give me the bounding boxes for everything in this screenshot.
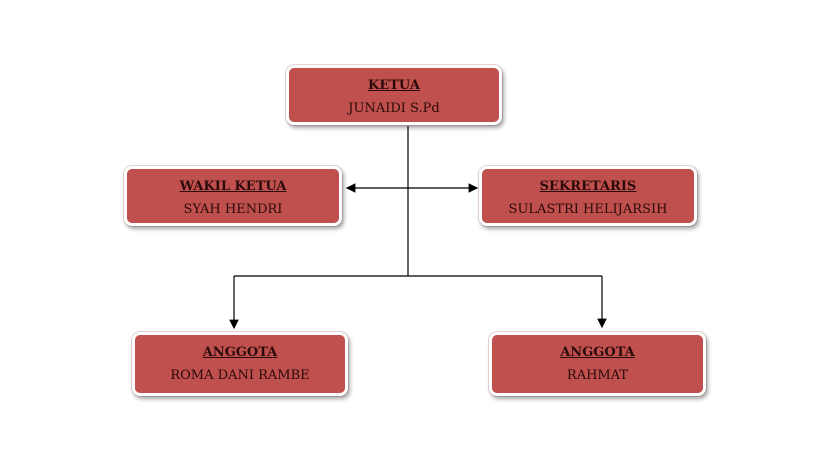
node-role: KETUA — [368, 78, 420, 93]
node-name: JUNAIDI S.Pd — [348, 101, 440, 116]
node-anggota-2: ANGGOTA RAHMAT — [489, 332, 706, 396]
node-name: ROMA DANI RAMBE — [170, 368, 310, 383]
node-role: ANGGOTA — [202, 345, 278, 360]
node-ketua: KETUA JUNAIDI S.Pd — [286, 65, 502, 125]
node-wakil-ketua: WAKIL KETUA SYAH HENDRI — [124, 166, 342, 226]
node-role: SEKRETARIS — [539, 179, 637, 194]
node-sekretaris: SEKRETARIS SULASTRI HELIJARSIH — [479, 166, 697, 226]
node-name: SYAH HENDRI — [183, 202, 283, 217]
node-name: RAHMAT — [566, 368, 629, 383]
node-role: WAKIL KETUA — [179, 179, 287, 194]
node-name: SULASTRI HELIJARSIH — [508, 202, 668, 217]
node-role: ANGGOTA — [560, 345, 635, 360]
node-anggota-1: ANGGOTA ROMA DANI RAMBE — [132, 332, 348, 396]
